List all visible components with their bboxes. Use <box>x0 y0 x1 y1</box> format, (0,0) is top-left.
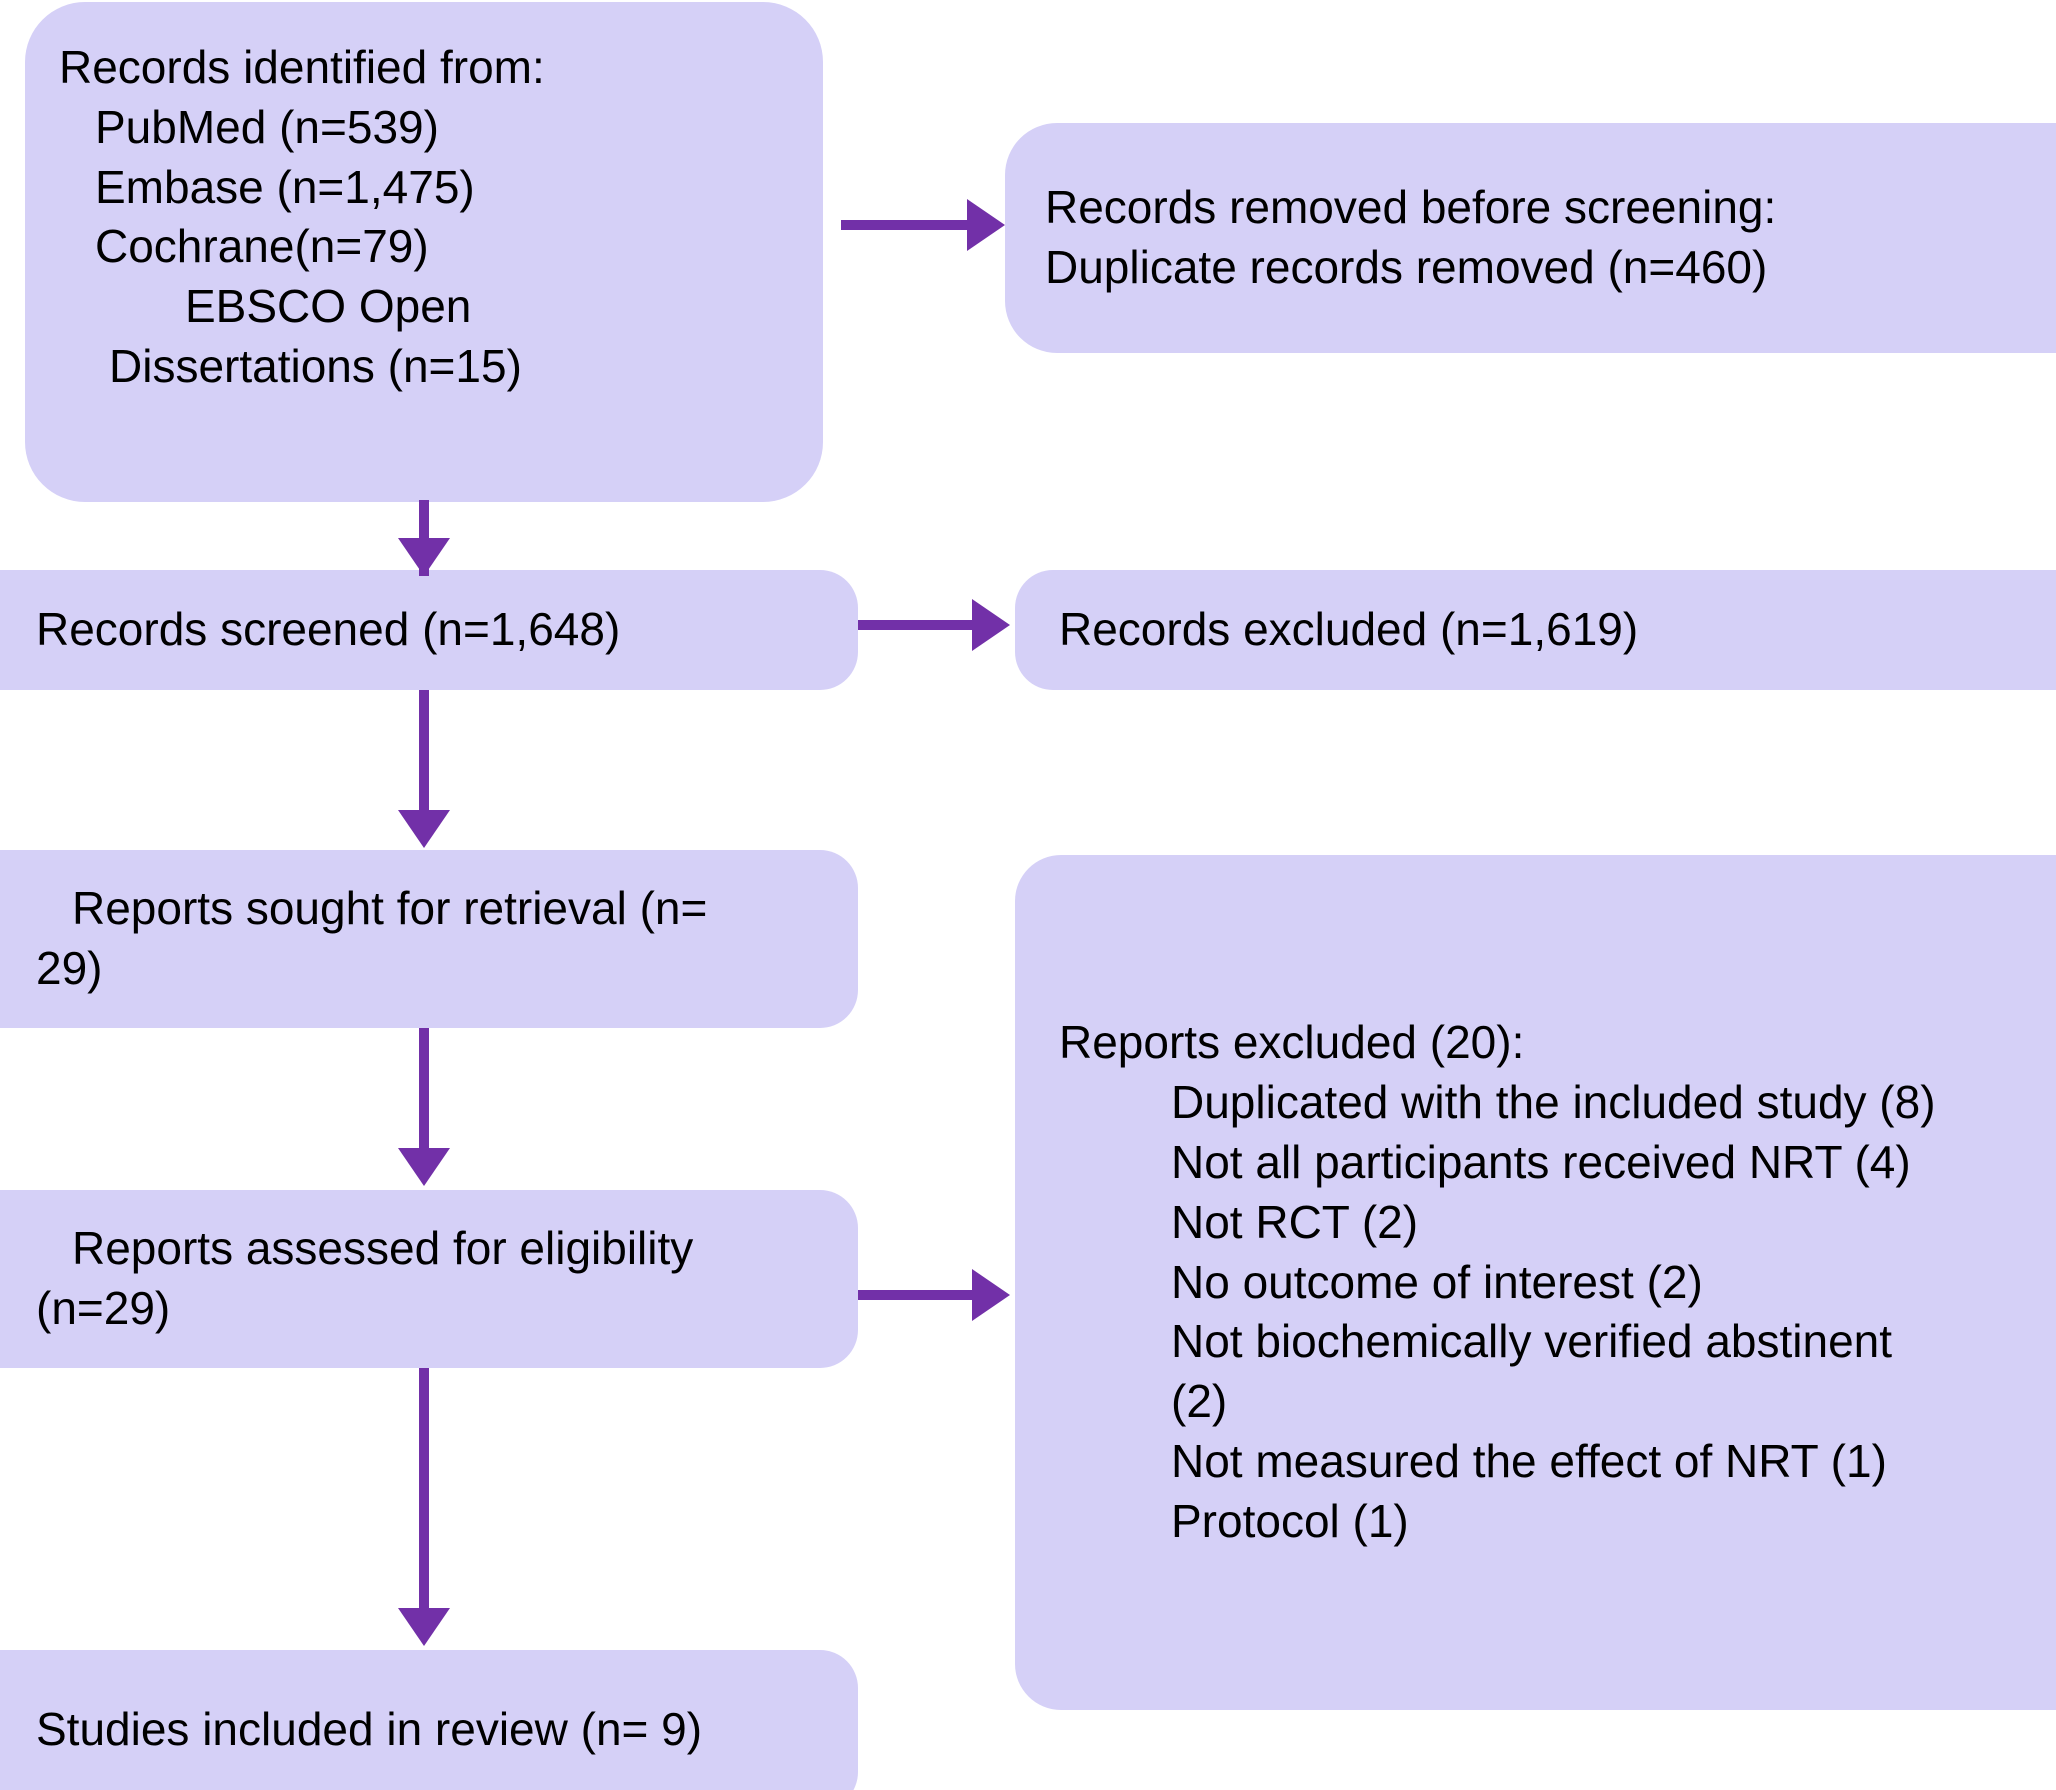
node-records-identified: Records identified from: PubMed (n=539) … <box>25 2 823 502</box>
reports-assessed-line1: Reports assessed for eligibility <box>72 1222 694 1275</box>
arrow-identified-to-removed-line <box>841 220 993 230</box>
reports-sought-line2: 29) <box>36 942 103 994</box>
reports-assessed-line2: (n=29) <box>36 1282 171 1334</box>
records-removed-heading: Records removed before screening: <box>1045 181 1777 234</box>
reason-not-biochemically-verified-abstinent-count: (2) <box>1171 1375 1228 1428</box>
node-records-removed-before-screening: Records removed before screening: Duplic… <box>1005 123 2056 353</box>
arrow-sought-to-assessed-line <box>419 1028 429 1158</box>
node-records-excluded: Records excluded (n=1,619) <box>1015 570 2056 690</box>
source-dissertations: Dissertations (n=15) <box>109 339 522 392</box>
arrow-screened-to-sought-head-icon <box>398 810 450 848</box>
source-embase: Embase (n=1,475) <box>95 160 475 213</box>
reason-not-rct: Not RCT (2) <box>1171 1195 1419 1248</box>
arrow-assessed-to-reports-excluded-line <box>858 1290 1000 1300</box>
arrow-screened-to-records-excluded-head-icon <box>972 599 1010 651</box>
reason-protocol: Protocol (1) <box>1171 1494 1409 1547</box>
reason-no-outcome-of-interest: No outcome of interest (2) <box>1171 1255 1703 1308</box>
records-excluded-label: Records excluded (n=1,619) <box>1059 603 1639 656</box>
records-screened-label: Records screened (n=1,648) <box>36 603 621 656</box>
reason-duplicated-with-included-study: Duplicated with the included study (8) <box>1171 1076 1936 1129</box>
node-reports-assessed-for-eligibility: Reports assessed for eligibility (n=29) <box>0 1190 858 1368</box>
node-studies-included-in-review: Studies included in review (n= 9) <box>0 1650 858 1790</box>
arrow-assessed-to-included-line <box>419 1368 429 1618</box>
source-pubmed: PubMed (n=539) <box>95 100 439 153</box>
reason-not-all-participants-received-nrt: Not all participants received NRT (4) <box>1171 1136 1911 1188</box>
duplicate-records-removed: Duplicate records removed (n=460) <box>1045 241 1768 293</box>
node-records-screened: Records screened (n=1,648) <box>0 570 858 690</box>
records-identified-heading: Records identified from: <box>59 41 545 93</box>
reason-not-biochemically-verified-abstinent: Not biochemically verified abstinent <box>1171 1315 1893 1368</box>
arrow-screened-to-records-excluded-line <box>858 620 1000 630</box>
reports-excluded-heading: Reports excluded (20): <box>1059 1016 1525 1069</box>
arrow-screened-to-sought-line <box>419 690 429 820</box>
arrow-assessed-to-included-head-icon <box>398 1608 450 1646</box>
node-reports-sought-for-retrieval: Reports sought for retrieval (n= 29) <box>0 850 858 1028</box>
arrow-identified-to-removed-head-icon <box>967 199 1005 251</box>
source-cochrane: Cochrane(n=79) <box>95 220 429 273</box>
source-ebsco-open: EBSCO Open <box>185 280 472 333</box>
arrow-identified-to-screened-head-icon <box>398 538 450 576</box>
reports-sought-line1: Reports sought for retrieval (n= <box>72 882 708 935</box>
arrow-sought-to-assessed-head-icon <box>398 1148 450 1186</box>
studies-included-label: Studies included in review (n= 9) <box>36 1703 703 1756</box>
node-reports-excluded: Reports excluded (20): Duplicated with t… <box>1015 855 2056 1710</box>
arrow-assessed-to-reports-excluded-head-icon <box>972 1269 1010 1321</box>
reason-not-measured-effect-of-nrt: Not measured the effect of NRT (1) <box>1171 1434 1887 1487</box>
